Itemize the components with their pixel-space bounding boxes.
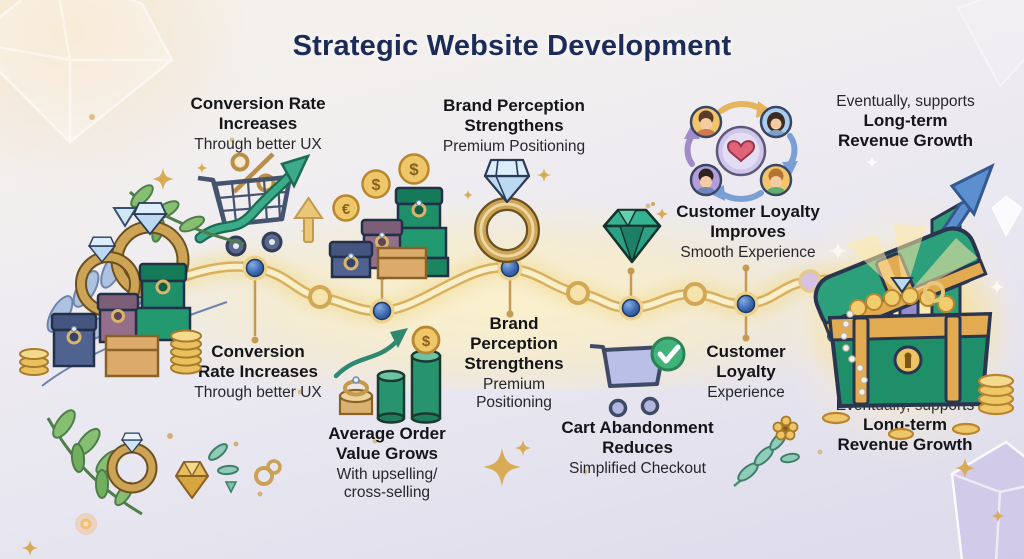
bar-cylinders bbox=[376, 349, 442, 424]
coin-stacks bbox=[821, 373, 1015, 441]
step-title: Brand Perception Strengthens bbox=[464, 314, 564, 374]
background-diamond-top-right bbox=[956, 0, 1024, 88]
dollar-coin-glyph: $ bbox=[372, 177, 381, 194]
jewelry-boxes-coins-icon: € $ $ bbox=[328, 153, 450, 280]
emerald-sparkles bbox=[651, 202, 668, 220]
gold-up-arrow bbox=[293, 196, 324, 243]
label-aov-bottom: Average Order Value Grows With upselling… bbox=[312, 424, 462, 502]
pearl-strand bbox=[840, 310, 868, 396]
step-title: Average Order Value Grows bbox=[328, 424, 446, 464]
label-cart-bottom: Cart Abandonment Reduces Simplified Chec… bbox=[550, 418, 725, 478]
step-title: Long-term Revenue Growth bbox=[837, 414, 973, 455]
label-brand-top: Brand Perception Strengthens Premium Pos… bbox=[404, 96, 624, 156]
step-prefix: Eventually, supports bbox=[836, 93, 975, 110]
euro-coin-glyph: € bbox=[342, 201, 351, 218]
emerald-diamond-icon bbox=[602, 202, 668, 264]
small-dots bbox=[167, 433, 263, 497]
step-title: Long-term Revenue Growth bbox=[837, 110, 974, 151]
blue-ring-box bbox=[328, 240, 374, 279]
step-title: Customer Loyalty bbox=[706, 342, 786, 382]
emerald-gem bbox=[602, 208, 662, 264]
green-ring-box bbox=[134, 262, 192, 342]
dollar-coin bbox=[411, 325, 441, 355]
step-title: Brand Perception Strengthens bbox=[443, 96, 585, 136]
label-revenue-top: Eventually, supports Long-term Revenue G… bbox=[808, 93, 1003, 151]
heart-center bbox=[715, 125, 767, 177]
tan-box bbox=[104, 334, 160, 378]
ring-band bbox=[474, 197, 540, 263]
dollar-coin-glyph: $ bbox=[422, 333, 431, 350]
path-inner bbox=[147, 263, 887, 314]
aov-arrow bbox=[333, 328, 408, 379]
growth-arrow bbox=[194, 153, 311, 244]
dollar-coin-glyph: $ bbox=[409, 160, 419, 179]
step-subtitle: Simplified Checkout bbox=[569, 460, 706, 478]
step-title: Conversion Rate Increases bbox=[190, 94, 326, 134]
path-nodes-gold bbox=[308, 281, 707, 309]
tan-box bbox=[376, 246, 428, 280]
teal-leaves-small bbox=[208, 443, 239, 494]
check-badge bbox=[650, 336, 686, 372]
rising-bars-dollar-icon: $ bbox=[333, 325, 442, 424]
step-title: Conversion Rate Increases bbox=[197, 342, 319, 382]
step-subtitle: With upselling/ cross-selling bbox=[336, 466, 438, 502]
cart-wheels bbox=[608, 396, 660, 418]
step-subtitle: Through better UX bbox=[194, 384, 322, 402]
label-loyalty-bottom: Customer Loyalty Experience bbox=[686, 342, 806, 402]
avatar-top-right bbox=[759, 105, 793, 139]
small-blue-diamond bbox=[112, 207, 138, 228]
step-subtitle: Through better UX bbox=[194, 136, 322, 154]
ring-diamond bbox=[483, 158, 531, 204]
shopping-cart-growth-icon bbox=[194, 152, 324, 257]
avatar-top-left bbox=[689, 105, 723, 139]
step-subtitle: Premium Positioning bbox=[442, 138, 586, 156]
cart-checkmark-icon bbox=[589, 336, 686, 418]
blue-ring-box bbox=[50, 312, 98, 368]
leaves-flower-decor bbox=[733, 415, 800, 487]
path-nodes-blue bbox=[242, 255, 759, 324]
step-subtitle: Experience bbox=[707, 384, 785, 402]
background-diamond-top-left bbox=[0, 0, 174, 144]
diamond-ring-icon bbox=[463, 158, 551, 263]
decor-ring bbox=[106, 432, 158, 494]
chest-base bbox=[827, 311, 993, 409]
gold-gem bbox=[175, 461, 209, 499]
step-title: Customer Loyalty Improves bbox=[676, 202, 820, 242]
label-conversion-top: Conversion Rate Increases Through better… bbox=[148, 94, 368, 154]
orange-glow-dot bbox=[75, 513, 97, 535]
gold-flower bbox=[772, 415, 799, 441]
step-subtitle: Premium Positioning bbox=[476, 376, 552, 412]
cycle-arrows bbox=[684, 101, 798, 202]
label-conversion-bottom: Conversion Rate Increases Through better… bbox=[178, 342, 338, 402]
coin-stacks bbox=[19, 329, 202, 376]
label-brand-bottom: Brand Perception Strengthens Premium Pos… bbox=[455, 314, 573, 412]
treasure-chest-growth-icon bbox=[801, 162, 1015, 441]
chest-treasure bbox=[849, 277, 955, 317]
step-title: Cart Abandonment Reduces bbox=[561, 418, 714, 458]
avatar-bottom-left bbox=[689, 163, 723, 197]
page-title: Strategic Website Development bbox=[292, 30, 732, 62]
avatar-bottom-right bbox=[759, 163, 793, 197]
leaf-branch bbox=[46, 409, 143, 516]
ring-sparkles bbox=[463, 168, 551, 200]
bottom-left-decor bbox=[46, 409, 282, 535]
jewelry-still-life-illustration bbox=[19, 184, 245, 387]
step-subtitle: Smooth Experience bbox=[680, 244, 816, 262]
cart-wheels bbox=[225, 231, 283, 257]
cart-body bbox=[589, 344, 666, 388]
floating-coins bbox=[332, 153, 430, 222]
label-loyalty-top: Customer Loyalty Improves Smooth Experie… bbox=[668, 202, 828, 262]
tiny-ring-charm bbox=[254, 459, 282, 486]
ring-on-box bbox=[338, 376, 374, 416]
customer-loyalty-cycle-icon bbox=[684, 101, 798, 202]
